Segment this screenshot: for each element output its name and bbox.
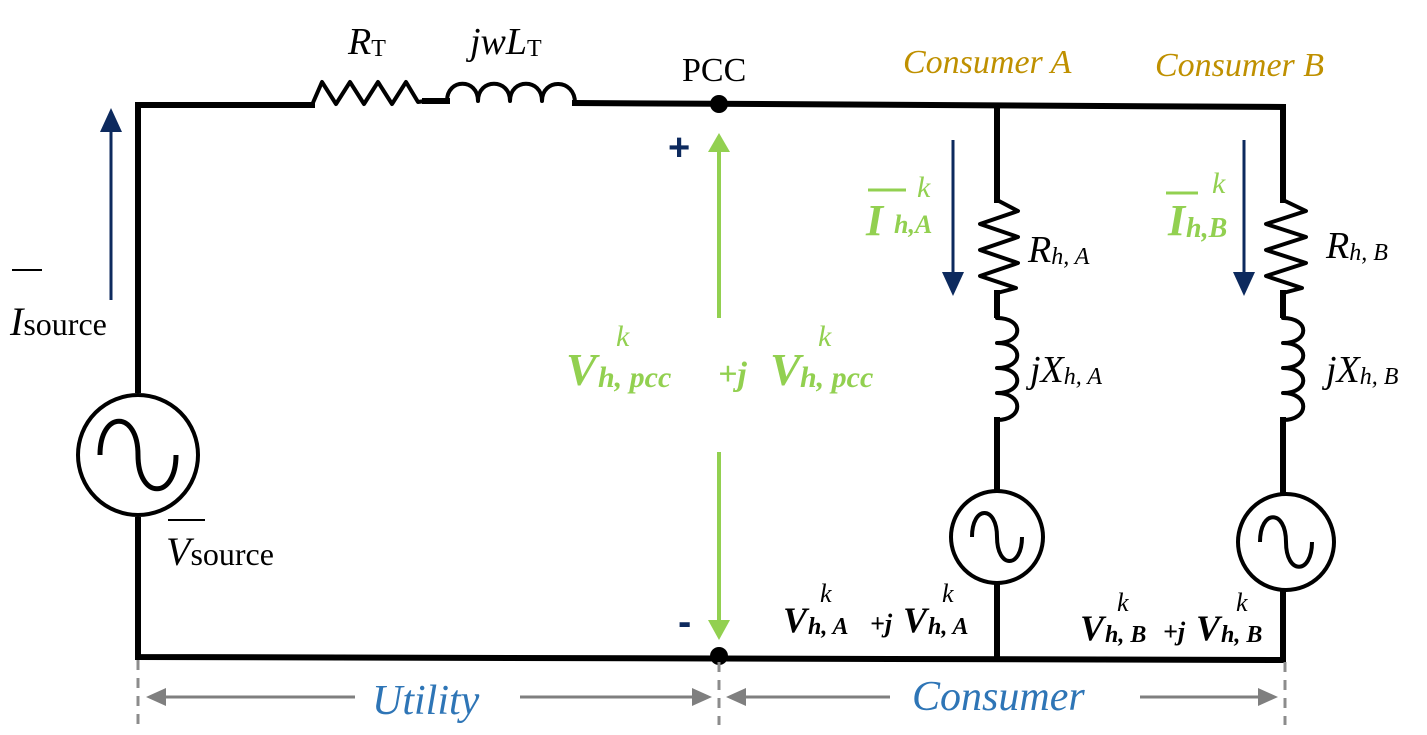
label-i-source-main: I bbox=[9, 299, 25, 344]
branch-b-v1: V bbox=[1080, 608, 1107, 648]
voltage-source-b bbox=[1236, 492, 1336, 592]
branch-a-v1: V bbox=[783, 600, 810, 640]
label-jxh-b: jXh, B bbox=[1321, 349, 1399, 391]
label-consumer-a: Consumer A bbox=[903, 44, 1072, 81]
pcc-node-bottom bbox=[710, 647, 728, 665]
pcc-voltage-label: V h, pcc k +j V h, pcc k bbox=[566, 320, 873, 395]
inductor-jxh-b bbox=[1281, 316, 1305, 422]
pcc-voltage-k1: k bbox=[616, 320, 630, 353]
source-current-arrow bbox=[100, 108, 122, 300]
branch-b-current-main: I bbox=[1167, 196, 1187, 245]
svg-text:Isource: Isource bbox=[9, 299, 107, 344]
label-jxh-a: jXh, A bbox=[1025, 349, 1102, 391]
label-rh-b-main: R bbox=[1325, 225, 1349, 267]
pcc-voltage-s2: h, pcc bbox=[800, 361, 873, 394]
pcc-voltage-v2: V bbox=[770, 344, 804, 395]
label-i-source-rest: source bbox=[23, 306, 107, 342]
pcc-voltage-k2: k bbox=[818, 320, 832, 353]
branch-b-k1: k bbox=[1117, 588, 1129, 617]
label-jxh-a-sub: h, A bbox=[1064, 364, 1103, 390]
resistor-rh-b bbox=[1264, 198, 1308, 295]
pcc-voltage-arrow bbox=[708, 133, 730, 640]
branch-a-current-sup: k bbox=[917, 171, 931, 204]
label-jwlt-main: jwL bbox=[465, 21, 527, 63]
branch-b-join: +j bbox=[1163, 617, 1186, 646]
branch-a-s1: h, A bbox=[808, 614, 848, 640]
label-jwlt-sub: T bbox=[527, 36, 542, 62]
label-v-source: Vsource bbox=[166, 519, 274, 574]
branch-b-k2: k bbox=[1236, 588, 1248, 617]
branch-b-current-label: I h,B k bbox=[1166, 167, 1227, 245]
branch-a-current-arrow bbox=[942, 140, 964, 296]
label-consumer-b: Consumer B bbox=[1155, 47, 1324, 84]
branch-b-current-sub: h,B bbox=[1186, 213, 1227, 244]
label-pcc: PCC bbox=[682, 52, 746, 89]
label-rt: RT bbox=[347, 21, 386, 63]
branch-a-current-main: I bbox=[865, 196, 885, 245]
branch-a-k1: k bbox=[820, 579, 832, 608]
label-i-source: Isource bbox=[9, 269, 107, 344]
resistor-rh-a bbox=[978, 198, 1020, 295]
pcc-node-top bbox=[710, 95, 728, 113]
branch-b-v2: V bbox=[1196, 608, 1223, 648]
label-v-source-rest: source bbox=[190, 536, 274, 572]
inductor-jwlt bbox=[445, 81, 577, 105]
label-rt-sub: T bbox=[371, 36, 386, 62]
svg-text:Vsource: Vsource bbox=[166, 529, 274, 574]
branch-b-current-sup: k bbox=[1212, 167, 1226, 200]
branch-a-current-label: I h,A k bbox=[865, 171, 932, 245]
label-v-source-main: V bbox=[166, 529, 195, 574]
branch-a-join: +j bbox=[870, 609, 893, 638]
main-voltage-source bbox=[76, 393, 200, 517]
pcc-plus-sign: + bbox=[668, 127, 690, 169]
inductor-jxh-a bbox=[995, 316, 1019, 422]
branch-b-s1: h, B bbox=[1105, 622, 1146, 648]
branch-b-s2: h, B bbox=[1221, 622, 1262, 648]
branch-a-current-sub: h,A bbox=[894, 210, 932, 239]
pcc-minus-sign: - bbox=[678, 600, 691, 644]
branch-a-s2: h, A bbox=[928, 614, 968, 640]
resistor-rt bbox=[310, 80, 427, 107]
label-rh-a: Rh, A bbox=[1027, 229, 1090, 271]
label-rh-a-sub: h, A bbox=[1051, 244, 1090, 270]
label-rh-a-main: R bbox=[1027, 229, 1051, 271]
label-utility: Utility bbox=[372, 678, 480, 724]
section-markers bbox=[136, 660, 1287, 725]
label-jwlt: jwLT bbox=[465, 21, 542, 63]
label-rt-main: R bbox=[347, 21, 371, 63]
branch-a-voltage-label: V h, A k +j V h, A k bbox=[783, 579, 968, 640]
label-rh-b-sub: h, B bbox=[1349, 240, 1388, 266]
label-jxh-b-sub: h, B bbox=[1360, 364, 1399, 390]
branch-a-k2: k bbox=[942, 579, 954, 608]
pcc-voltage-v1: V bbox=[566, 344, 600, 395]
branch-a-v2: V bbox=[903, 600, 930, 640]
label-jxh-a-main: jX bbox=[1025, 349, 1066, 391]
branch-b-voltage-label: V h, B k +j V h, B k bbox=[1080, 588, 1262, 648]
pcc-voltage-join: +j bbox=[718, 356, 747, 393]
voltage-source-a bbox=[949, 489, 1045, 585]
label-consumer: Consumer bbox=[912, 674, 1085, 720]
label-rh-b: Rh, B bbox=[1325, 225, 1388, 267]
wiring bbox=[135, 98, 1287, 664]
pcc-voltage-s1: h, pcc bbox=[598, 361, 671, 394]
label-jxh-b-main: jX bbox=[1321, 349, 1362, 391]
branch-b-current-arrow bbox=[1233, 140, 1255, 296]
